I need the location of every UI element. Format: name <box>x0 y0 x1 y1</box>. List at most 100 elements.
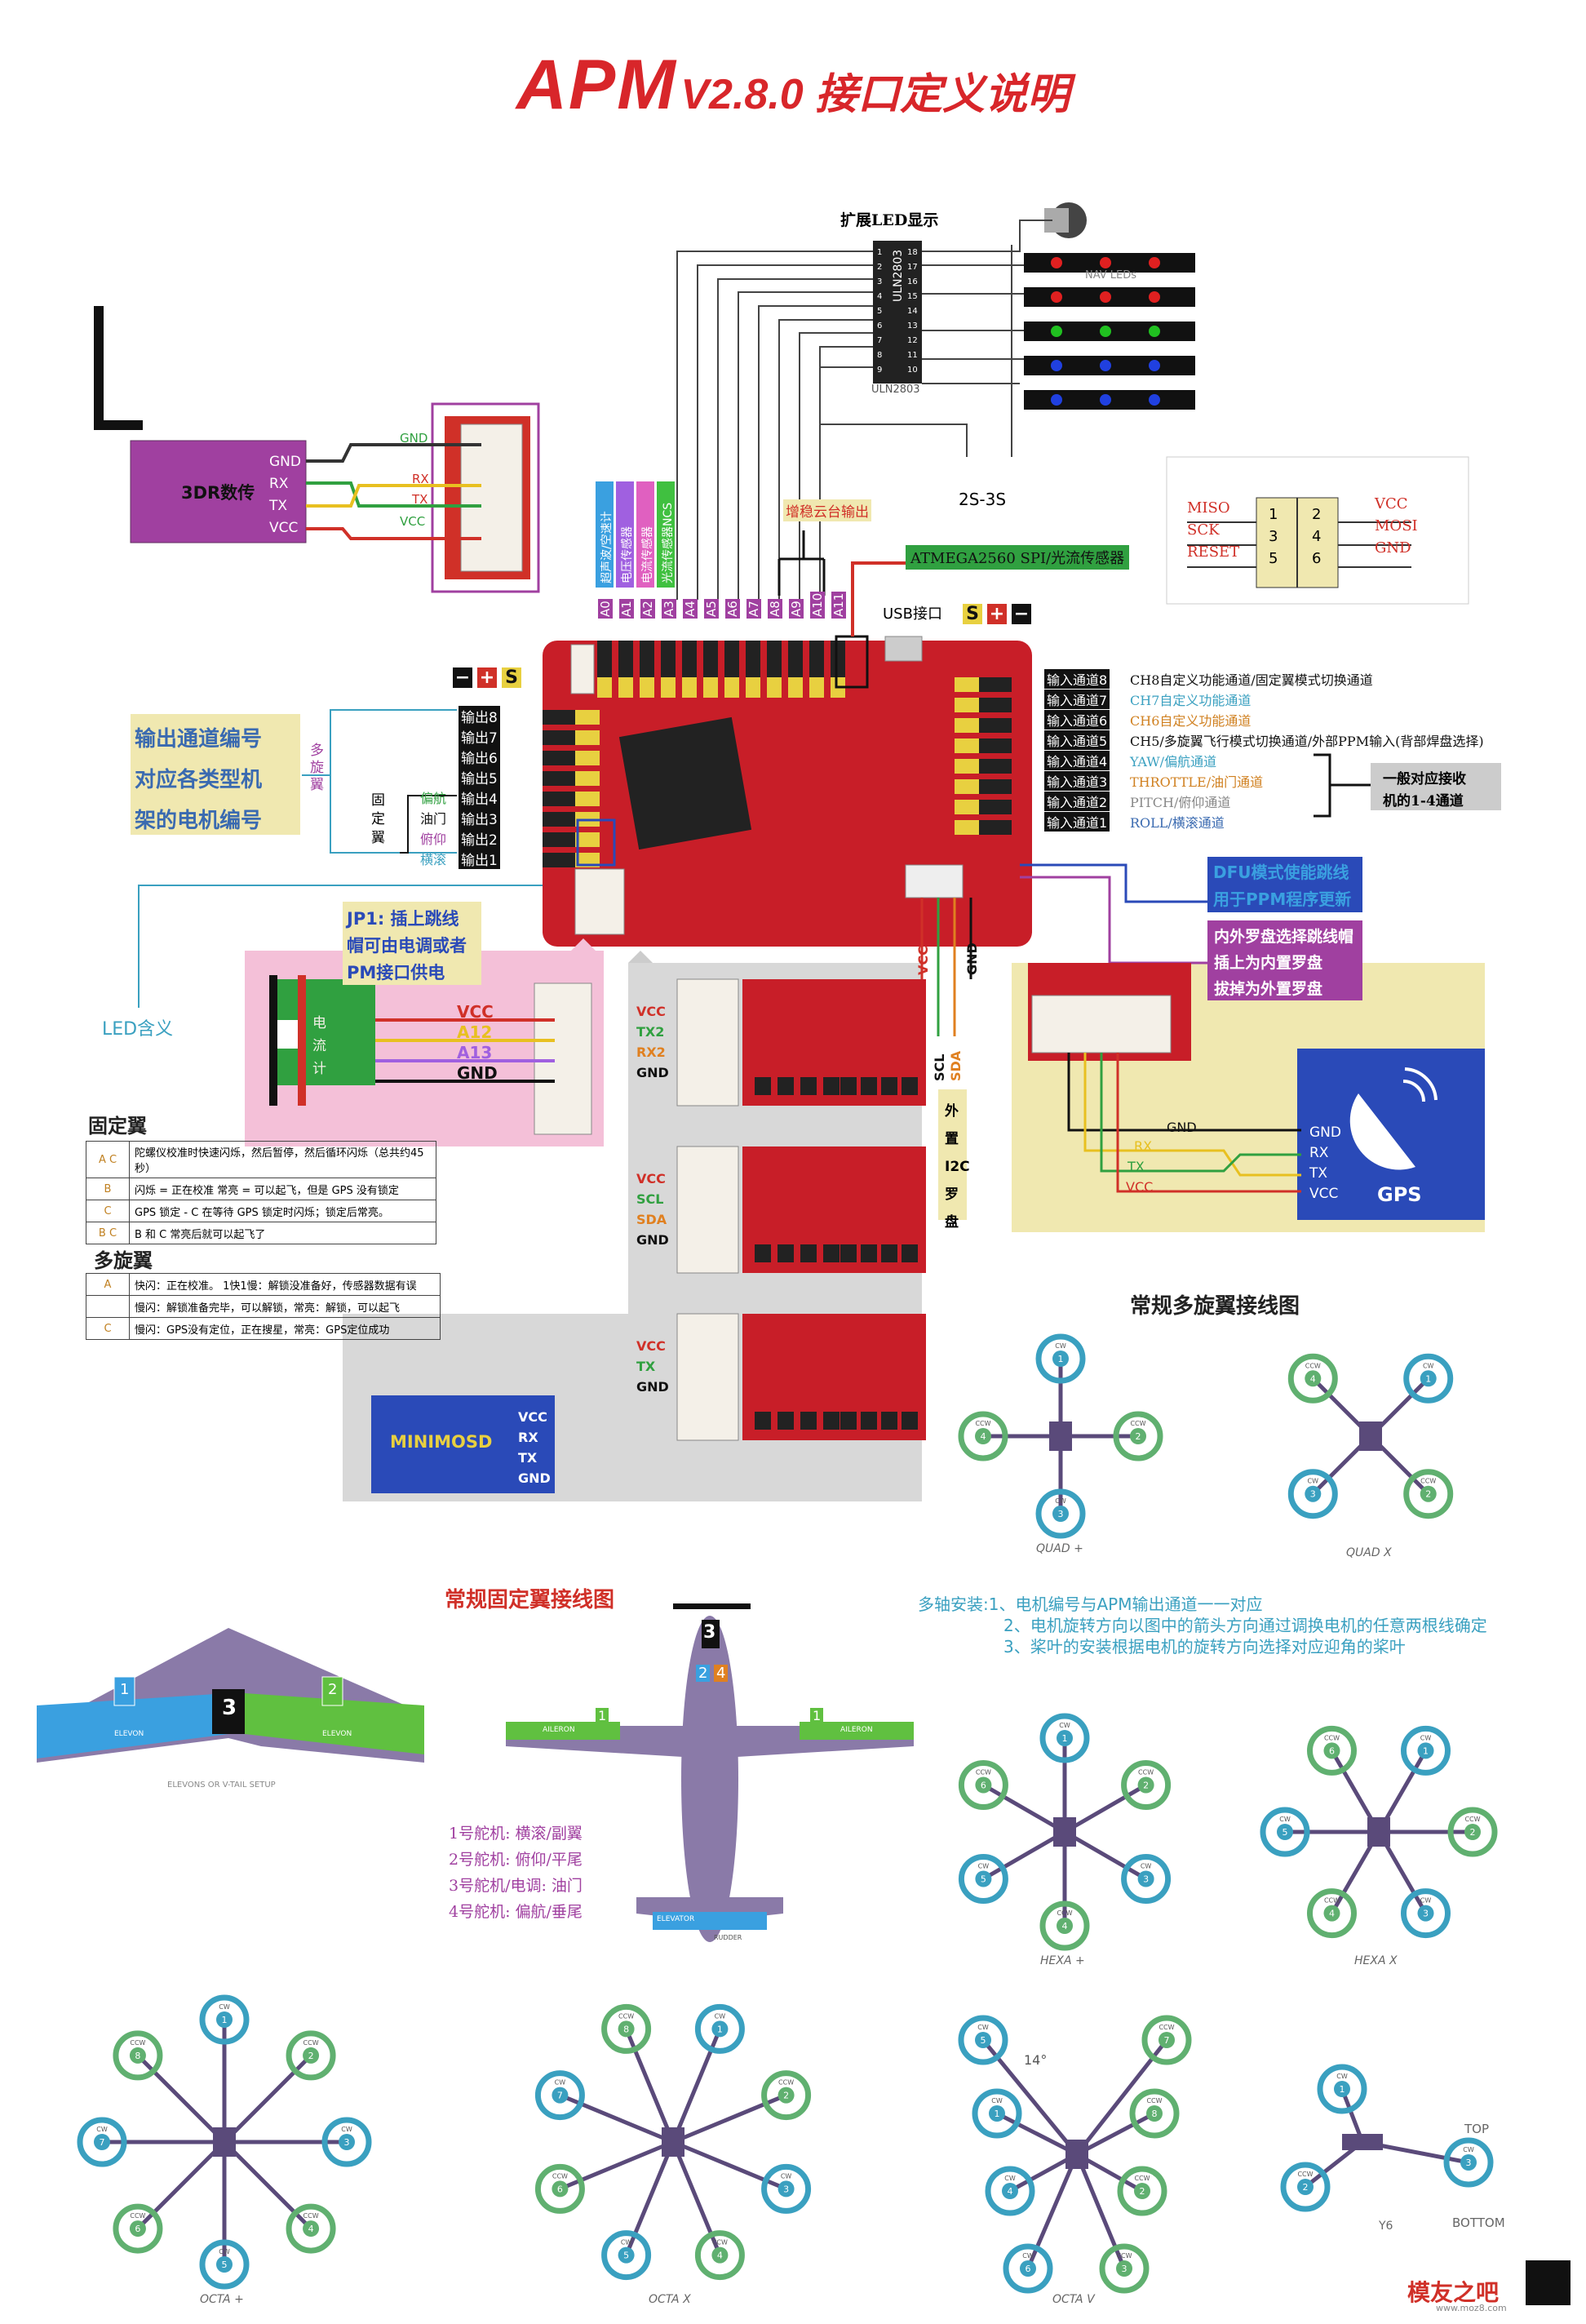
motor-hub <box>1020 2260 1036 2277</box>
motor-number: 4 <box>308 2224 314 2234</box>
motor-hub <box>777 2180 795 2198</box>
motor-hub <box>618 2246 635 2264</box>
led-desc-cell: 陀螺仪校准时快速闪烁，然后暂停，然后循环闪烁（总共约45秒） <box>129 1141 436 1178</box>
propeller-ring <box>1099 2243 1150 2294</box>
header-pin-yellow <box>661 677 676 698</box>
osd-pad <box>902 1244 918 1262</box>
propeller-ring <box>1401 1888 1451 1939</box>
motor-number: 1 <box>222 2015 228 2025</box>
radio-wires <box>306 443 481 540</box>
motor-hub <box>975 1776 992 1794</box>
propeller-ring <box>113 2030 163 2081</box>
uln2803-chip <box>873 241 922 384</box>
servo-item: 3号舵机/电调: 油门 <box>449 1877 583 1895</box>
minimosd-pin-label: TX <box>518 1450 538 1466</box>
motor-dir: CCW <box>1134 2175 1150 2182</box>
minimosd-pin-label: VCC <box>518 1409 547 1425</box>
propeller-ring <box>534 2163 585 2214</box>
title-sub: V2.8.0 接口定义说明 <box>680 71 1070 118</box>
input-desc: THROTTLE/油门通道 <box>1130 774 1264 790</box>
fixed-item: 横滚 <box>420 852 447 867</box>
motor-hub <box>989 2105 1005 2122</box>
elevon-right-label: ELEVON <box>322 1730 352 1738</box>
osd-pad <box>881 1077 897 1095</box>
pm-cable-black <box>269 975 277 1106</box>
motor-number: 4 <box>1008 2186 1013 2197</box>
motor-hub <box>1134 2183 1150 2199</box>
servo-item: 2号舵机: 俯仰/平尾 <box>449 1851 583 1869</box>
gps-wire-label: GND <box>1167 1120 1197 1135</box>
analog-pin-label: A4 <box>683 599 698 619</box>
osd-pin-label: VCC <box>636 1171 666 1186</box>
input-label: 输入通道4 <box>1044 751 1110 770</box>
motor-number: 6 <box>1329 1745 1335 1756</box>
motor-dir: CW <box>1004 2175 1016 2182</box>
power-marker-top: + <box>987 604 1007 624</box>
led-code-cell: C <box>86 1317 130 1340</box>
motor-hub <box>975 1428 991 1444</box>
motor-number: 7 <box>1164 2035 1170 2046</box>
jp1-label: 帽可由电调或者 <box>347 936 467 956</box>
propeller-ring <box>1039 1900 1090 1951</box>
input-pin-yellow <box>955 677 979 692</box>
i2c-pin-label: GND <box>964 942 980 975</box>
osd-pin-label: SCL <box>636 1191 664 1207</box>
ext-compass-label: 外置I2C罗盘 <box>945 1103 970 1231</box>
usb-label: USB接口 <box>883 605 942 623</box>
sensor-label: 电流传感器 <box>641 526 654 583</box>
chip-label: ULN2803 <box>892 249 905 302</box>
chip-pin-right: 11 <box>907 351 918 360</box>
osd-pin-label: GND <box>636 1065 669 1080</box>
motor-hub <box>1334 2081 1350 2097</box>
jp1-label: JP1: 插上跳线 <box>347 909 459 929</box>
frame-caption: OCTA V <box>1052 2293 1095 2306</box>
flight-controller <box>1053 1817 1076 1847</box>
motor-number: 6 <box>981 1781 986 1791</box>
propeller-ring <box>1113 1411 1163 1461</box>
sensor-bar <box>657 481 675 588</box>
plane-servo-3: 3 <box>703 1622 716 1643</box>
multi-label: 多旋翼 <box>310 743 324 793</box>
motor-number: 8 <box>135 2051 140 2061</box>
motor-hub <box>1158 2032 1175 2048</box>
flight-controller <box>1359 1421 1382 1451</box>
osd-pad <box>777 1244 794 1262</box>
motor-dir: CW <box>1141 1863 1152 1870</box>
elevon-left-label: ELEVON <box>114 1730 144 1738</box>
propeller-ring <box>1443 2137 1494 2188</box>
propeller-ring <box>601 2230 652 2281</box>
propeller-ring <box>77 2117 127 2167</box>
motor-dir: CCW <box>303 2039 319 2047</box>
osd-pad <box>755 1412 771 1430</box>
analog-pin-label: A8 <box>768 599 782 619</box>
header-pin-yellow <box>767 677 782 698</box>
input-desc: CH6自定义功能通道 <box>1130 713 1252 729</box>
motor-number: 2 <box>1136 1431 1141 1442</box>
input-note: 机的1-4通道 <box>1383 793 1464 809</box>
frame-arm <box>1063 1783 1147 1834</box>
frame-caption: QUAD X <box>1346 1546 1392 1559</box>
propeller-ring <box>1141 2015 1192 2065</box>
led-code-cell: B C <box>86 1222 130 1244</box>
propeller-ring <box>1035 1488 1086 1539</box>
flight-controller <box>1065 2140 1088 2169</box>
chip-pin-left: 7 <box>877 336 882 345</box>
osd-pad <box>800 1412 817 1430</box>
led-dot <box>1051 394 1062 406</box>
motor-dir: CW <box>1420 1734 1432 1741</box>
frames-group: 1CW2CCW3CW4CCW1CW2CCW3CW4CCW1CW2CCW3CW4C… <box>77 1333 1498 2294</box>
power-marker-left: S <box>502 667 521 688</box>
frame-arm <box>1026 2153 1079 2269</box>
osd-pad <box>823 1244 840 1262</box>
chip-pin-left: 5 <box>877 307 882 316</box>
motor-dir: CCW <box>552 2172 568 2180</box>
motor-dir: CCW <box>1324 1897 1340 1905</box>
led-dot <box>1149 291 1160 303</box>
input-desc: CH5/多旋翼飞行模式切换通道/外部PPM输入(背部焊盘选择) <box>1130 734 1484 749</box>
motor-hub <box>1137 1870 1154 1887</box>
compass-jp-label: 插上为内置罗盘 <box>1214 954 1323 972</box>
motor-number: 6 <box>557 2184 563 2194</box>
header-pin-yellow <box>682 677 697 698</box>
